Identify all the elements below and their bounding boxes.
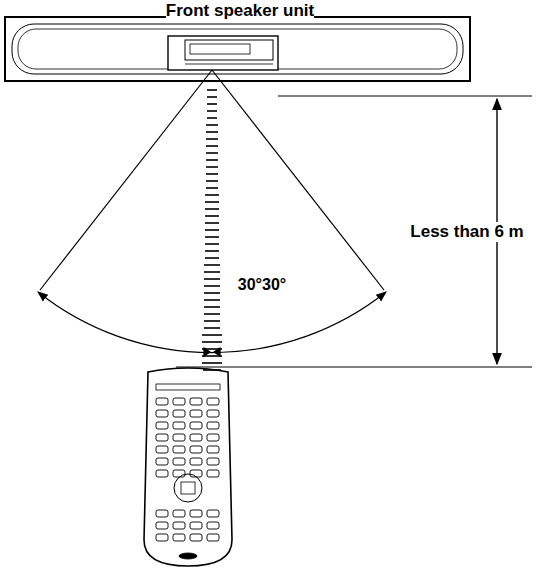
remote-button xyxy=(173,458,185,465)
remote-button xyxy=(156,446,168,453)
remote-button xyxy=(207,458,219,465)
remote-button xyxy=(173,534,185,541)
remote-button xyxy=(190,522,202,529)
beam-dash xyxy=(206,138,218,140)
remote-button xyxy=(190,422,202,429)
beam-dash xyxy=(207,96,217,98)
angle-label: 30°30° xyxy=(238,276,286,294)
beam-dash xyxy=(206,152,218,154)
remote-button xyxy=(156,398,168,405)
infrared-beam xyxy=(202,90,222,370)
remote-button xyxy=(156,410,168,417)
beam-dash xyxy=(204,271,220,273)
remote-button xyxy=(173,522,185,529)
front-speaker-unit xyxy=(5,17,470,81)
beam-dash xyxy=(205,194,219,196)
remote-button xyxy=(156,510,168,517)
beam-dash xyxy=(206,187,218,189)
remote-button xyxy=(190,534,202,541)
remote-button xyxy=(190,458,202,465)
remote-button xyxy=(173,410,185,417)
beam-dash xyxy=(207,117,217,119)
beam-dash xyxy=(206,145,218,147)
remote-button xyxy=(173,446,185,453)
beam-dash xyxy=(205,243,219,245)
remote-button xyxy=(190,446,202,453)
beam-dash xyxy=(206,173,218,175)
remote-button xyxy=(207,522,219,529)
unit-name: Front speaker unit xyxy=(166,1,314,21)
beam-dash xyxy=(204,320,220,322)
remote-button xyxy=(207,398,219,405)
remote-button xyxy=(190,510,202,517)
beam-dash xyxy=(202,334,222,336)
beam-dash xyxy=(205,250,219,252)
beam-dash xyxy=(202,362,222,364)
remote-button xyxy=(156,434,168,441)
remote-button xyxy=(173,422,185,429)
beam-dash xyxy=(204,264,220,266)
distance-dimension: Less than 6 m xyxy=(410,222,523,242)
remote-button xyxy=(156,534,168,541)
beam-dash xyxy=(205,215,219,217)
remote-button xyxy=(173,398,185,405)
remote-button xyxy=(190,434,202,441)
remote-button xyxy=(190,410,202,417)
beam-dash xyxy=(204,299,220,301)
remote-button xyxy=(207,410,219,417)
beam-dash xyxy=(202,341,222,343)
beam-dash xyxy=(207,110,217,112)
beam-dash xyxy=(206,131,218,133)
beam-dash xyxy=(204,285,220,287)
beam-dash xyxy=(206,180,218,182)
beam-dash xyxy=(207,89,217,91)
beam-dash xyxy=(206,124,218,126)
remote-button xyxy=(207,434,219,441)
beam-dash xyxy=(205,229,219,231)
beam-dash xyxy=(205,201,219,203)
beam-dash xyxy=(205,257,219,259)
reception-cone xyxy=(38,70,386,356)
remote-button xyxy=(156,470,168,477)
dimension-lines xyxy=(176,96,532,367)
beam-dash xyxy=(204,306,220,308)
remote-button xyxy=(207,534,219,541)
beam-dash xyxy=(205,208,219,210)
beam-dash xyxy=(204,278,220,280)
remote-button xyxy=(207,510,219,517)
beam-dash xyxy=(204,292,220,294)
remote-control xyxy=(144,368,232,566)
remote-button xyxy=(190,398,202,405)
beam-dash xyxy=(206,159,218,161)
beam-dash xyxy=(206,166,218,168)
remote-button xyxy=(156,522,168,529)
remote-button xyxy=(207,422,219,429)
remote-button xyxy=(173,510,185,517)
remote-button xyxy=(207,446,219,453)
remote-button xyxy=(173,434,185,441)
remote-button xyxy=(207,470,219,477)
beam-dash xyxy=(202,355,222,357)
beam-dash xyxy=(202,348,222,350)
beam-dash xyxy=(204,327,220,329)
beam-dash xyxy=(205,222,219,224)
remote-button xyxy=(156,422,168,429)
beam-dash xyxy=(207,103,217,105)
remote-button xyxy=(156,458,168,465)
beam-dash xyxy=(205,236,219,238)
beam-dash xyxy=(204,313,220,315)
remote-button xyxy=(173,470,185,477)
